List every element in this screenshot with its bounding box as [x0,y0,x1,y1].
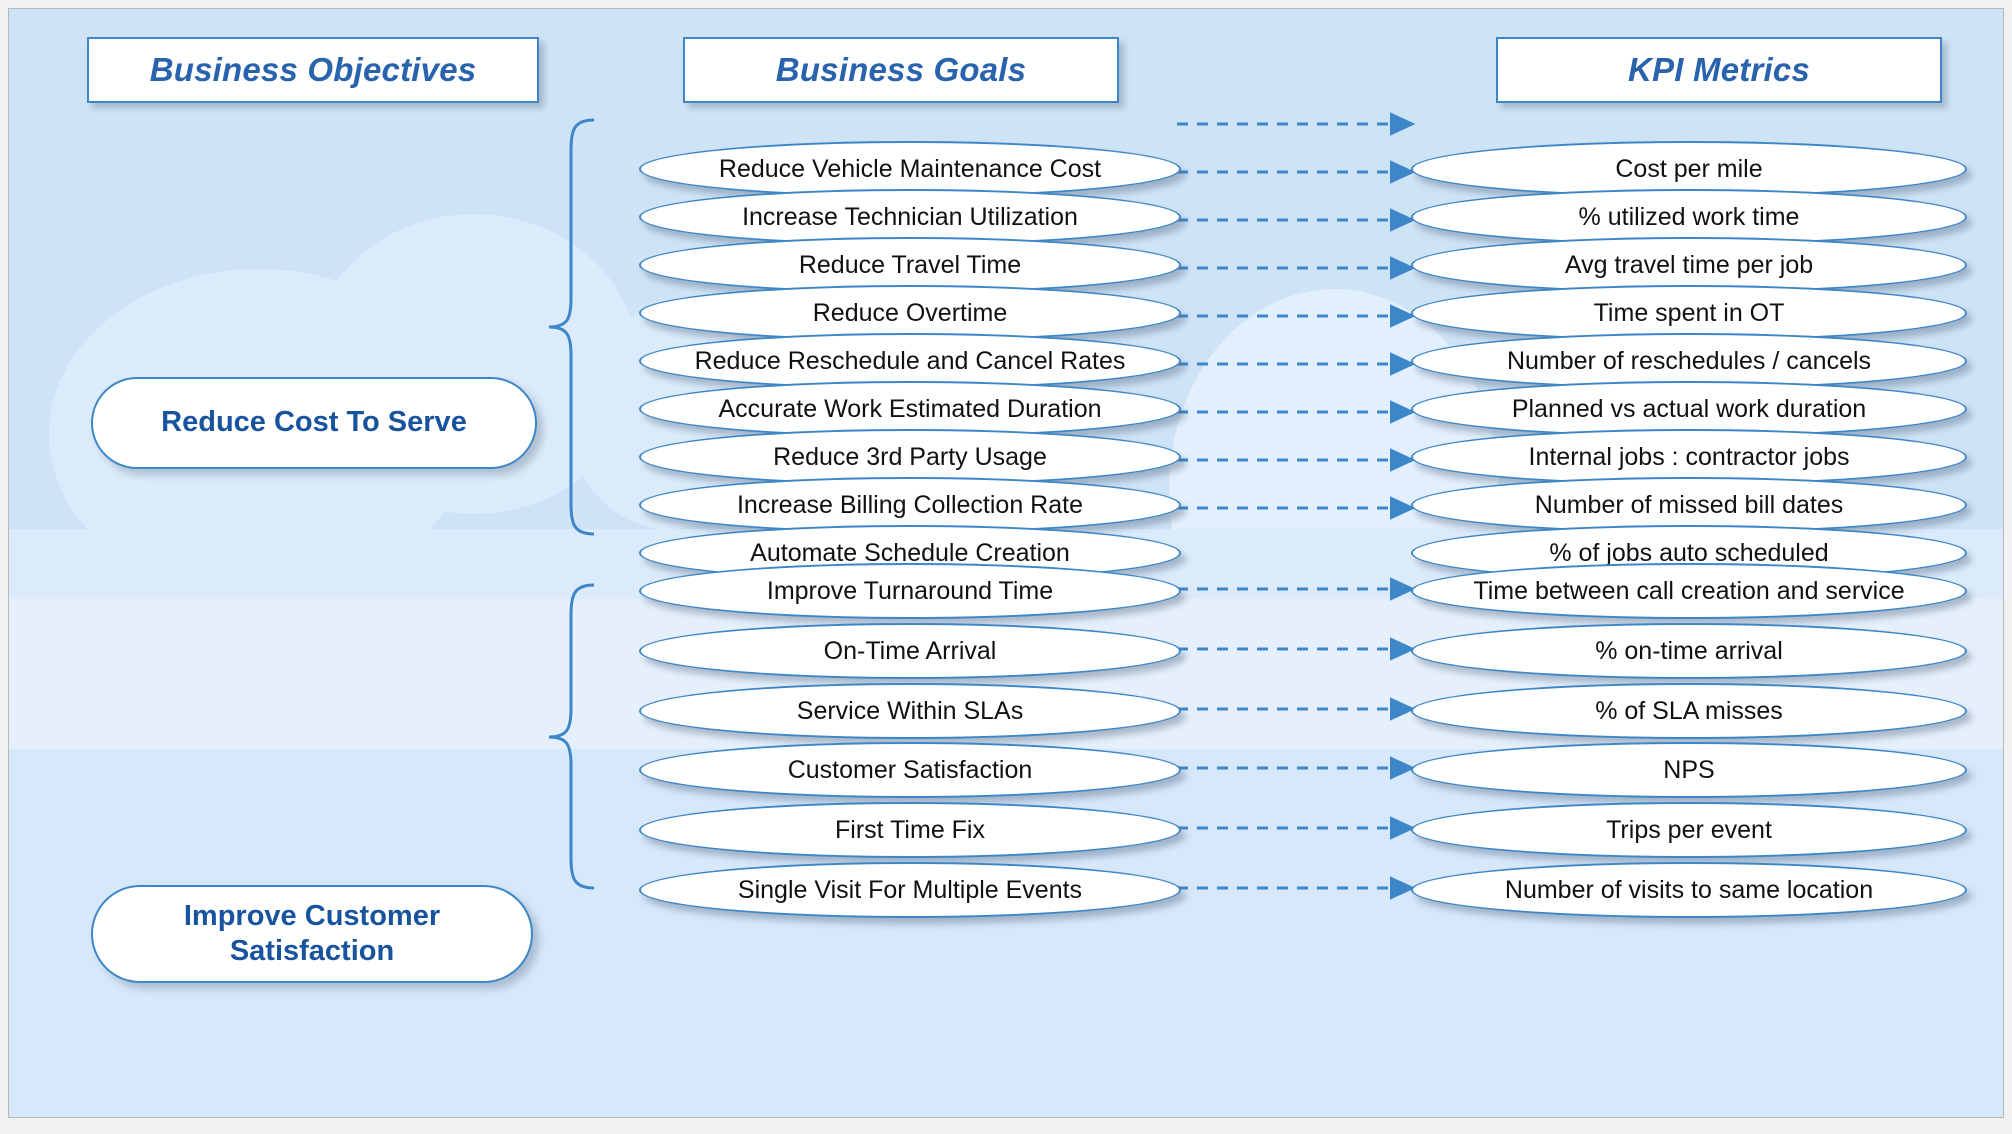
kpi-node[interactable]: Number of visits to same location [1411,862,1967,918]
kpi-node[interactable]: Time between call creation and service [1411,563,1967,619]
brace-group-2 [548,583,595,890]
goal-node[interactable]: Reduce Vehicle Maintenance Cost [639,141,1181,197]
kpi-node[interactable]: % on-time arrival [1411,623,1967,679]
goal-node[interactable]: Increase Technician Utilization [639,189,1181,245]
goal-node[interactable]: Reduce Reschedule and Cancel Rates [639,333,1181,389]
diagram-canvas: Business Objectives Business Goals KPI M… [8,8,2004,1118]
kpi-node[interactable]: Trips per event [1411,802,1967,858]
brace-group-1 [548,118,595,536]
kpi-node[interactable]: Number of reschedules / cancels [1411,333,1967,389]
header-business-goals: Business Goals [683,37,1119,103]
goal-node[interactable]: Reduce 3rd Party Usage [639,429,1181,485]
goal-node[interactable]: On-Time Arrival [639,623,1181,679]
goal-node[interactable]: Improve Turnaround Time [639,563,1181,619]
header-kpi-metrics: KPI Metrics [1496,37,1942,103]
goal-node[interactable]: Customer Satisfaction [639,742,1181,798]
kpi-node[interactable]: Cost per mile [1411,141,1967,197]
objective-pill-improve-customer-satisfaction[interactable]: Improve Customer Satisfaction [91,885,533,983]
kpi-node[interactable]: Time spent in OT [1411,285,1967,341]
kpi-node[interactable]: Avg travel time per job [1411,237,1967,293]
goal-node[interactable]: Single Visit For Multiple Events [639,862,1181,918]
goal-node[interactable]: Service Within SLAs [639,683,1181,739]
kpi-node[interactable]: % of SLA misses [1411,683,1967,739]
goal-node[interactable]: Increase Billing Collection Rate [639,477,1181,533]
kpi-node[interactable]: Internal jobs : contractor jobs [1411,429,1967,485]
goal-node[interactable]: Accurate Work Estimated Duration [639,381,1181,437]
goal-node[interactable]: First Time Fix [639,802,1181,858]
objective-pill-reduce-cost-to-serve[interactable]: Reduce Cost To Serve [91,377,537,469]
goal-node[interactable]: Reduce Overtime [639,285,1181,341]
kpi-node[interactable]: NPS [1411,742,1967,798]
header-business-objectives: Business Objectives [87,37,539,103]
